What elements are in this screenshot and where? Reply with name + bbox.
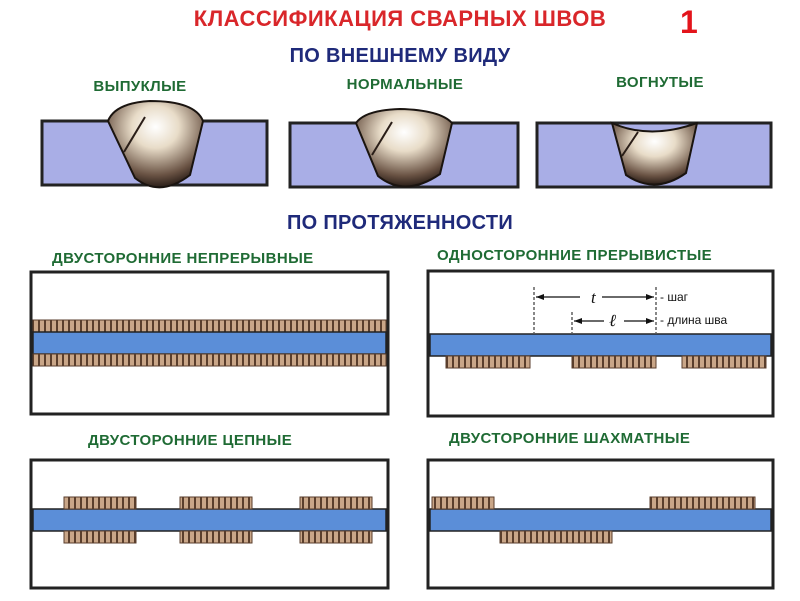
seam-length-annotation: - длина шва [660, 313, 728, 327]
label-double-chain: ДВУСТОРОННИЕ ЦЕПНЫЕ [88, 432, 293, 449]
label-single-intermittent: ОДНОСТОРОННИЕ ПРЕРЫВИСТЫЕ [437, 247, 713, 264]
page-title: КЛАССИФИКАЦИЯ СВАРНЫХ ШВОВ [193, 6, 607, 31]
weld-profile-diagrams [40, 99, 773, 189]
l-symbol: ℓ [609, 311, 616, 330]
label-convex: ВЫПУКЛЫЕ [93, 78, 187, 95]
label-double-continuous: ДВУСТОРОННИЕ НЕПРЕРЫВНЫЕ [52, 250, 314, 267]
step-annotation: - шаг [660, 290, 689, 304]
heading-by-appearance: ПО ВНЕШНЕМУ ВИДУ [289, 45, 511, 67]
label-normal: НОРМАЛЬНЫЕ [346, 76, 464, 93]
label-double-staggered: ДВУСТОРОННИЕ ШАХМАТНЫЕ [449, 430, 691, 447]
normal-weld-diagram [288, 107, 520, 189]
page-number: 1 [680, 4, 698, 40]
panel-double-staggered [426, 458, 775, 590]
label-concave: ВОГНУТЫЕ [616, 74, 704, 91]
concave-weld-diagram [535, 121, 773, 189]
panel-double-continuous [29, 270, 390, 416]
panel-double-chain [29, 458, 390, 590]
convex-weld-diagram [40, 99, 269, 189]
t-symbol: t [591, 288, 597, 307]
panel-single-intermittent: t ℓ - шаг - длина шва [426, 269, 775, 418]
heading-by-length: ПО ПРОТЯЖЕННОСТИ [286, 212, 514, 234]
